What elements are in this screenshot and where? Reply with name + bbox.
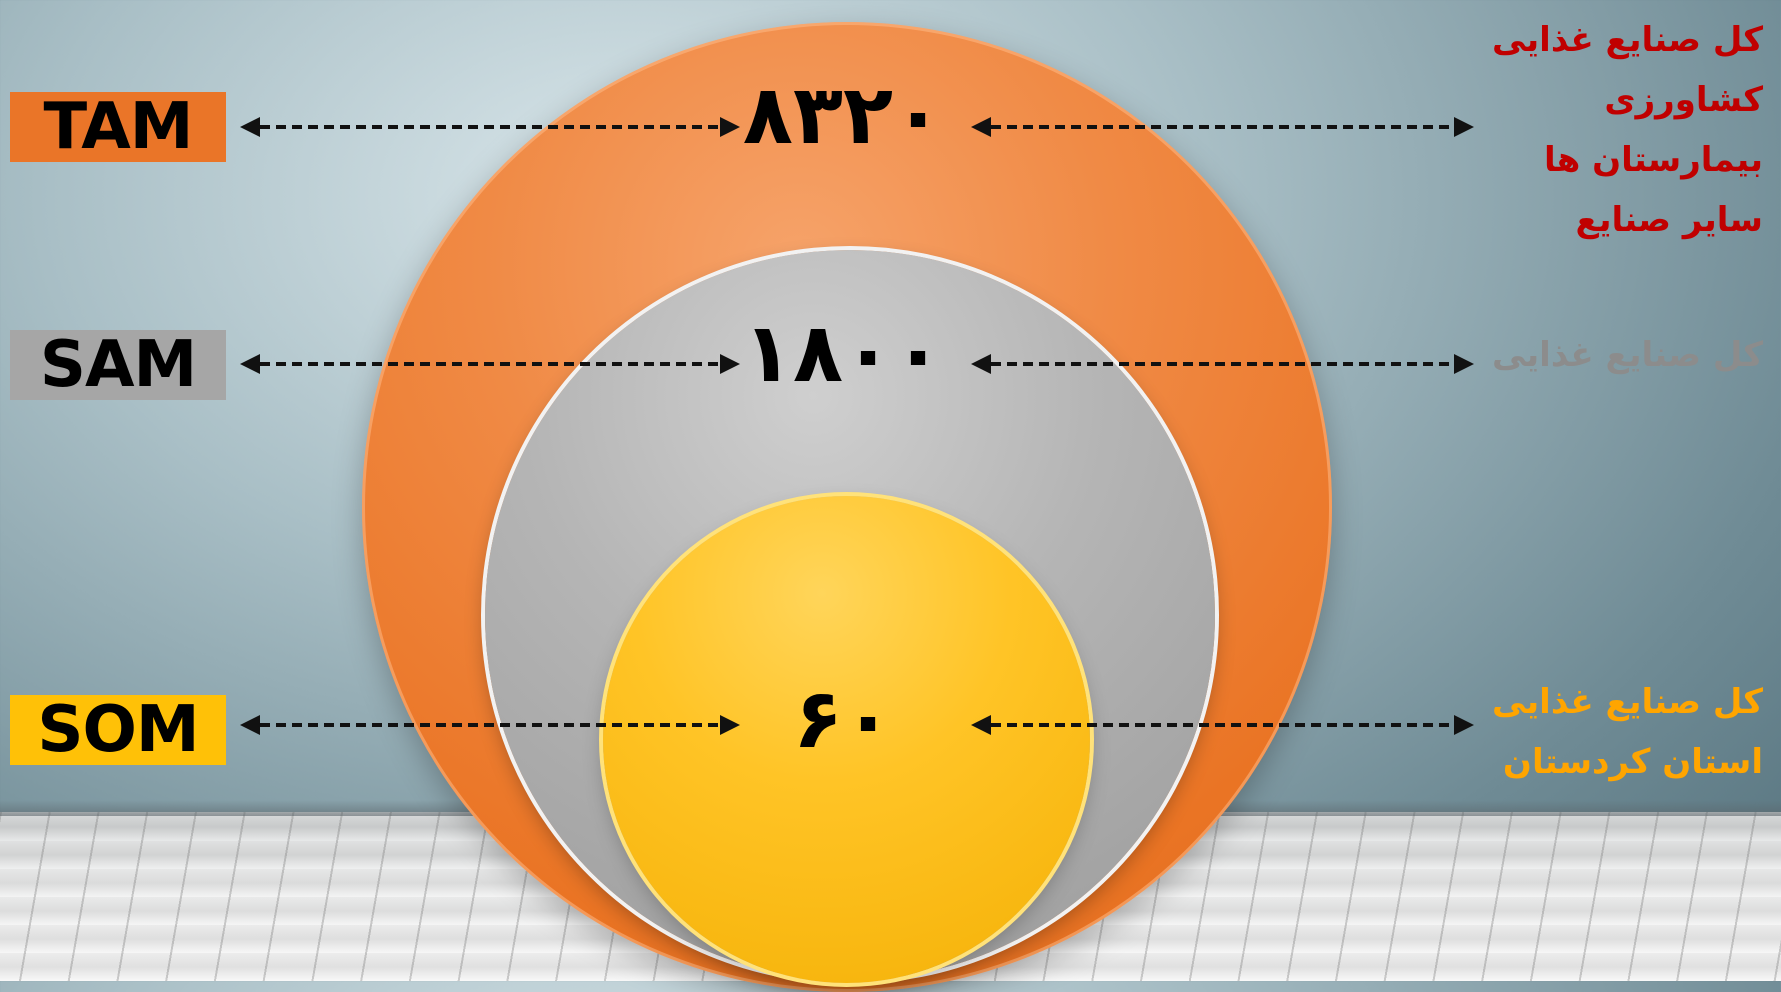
som-description-line: کل صنایع غذایی xyxy=(1492,672,1763,732)
sam-description-line: کل صنایع غذایی xyxy=(1492,325,1763,385)
tam-description-line: کشاورزی xyxy=(1492,70,1763,130)
sam-description: کل صنایع غذایی xyxy=(1492,325,1763,385)
som-label: SOM xyxy=(10,695,226,765)
tam-value: ۸۳۲۰ xyxy=(683,68,1003,163)
tam-description-line: بیمارستان ها xyxy=(1492,130,1763,190)
sam-label: SAM xyxy=(10,330,226,400)
tam-description: کل صنایع غذایی کشاورزی بیمارستان ها سایر… xyxy=(1492,10,1763,250)
sam-value: ۱۸۰۰ xyxy=(683,306,1003,401)
tam-description-line: کل صنایع غذایی xyxy=(1492,10,1763,70)
tam-label: TAM xyxy=(10,92,226,162)
som-value: ۶۰ xyxy=(683,672,1003,767)
tam-description-line: سایر صنایع xyxy=(1492,190,1763,250)
som-description: کل صنایع غذایی استان کردستان xyxy=(1492,672,1763,792)
som-description-line: استان کردستان xyxy=(1492,732,1763,792)
